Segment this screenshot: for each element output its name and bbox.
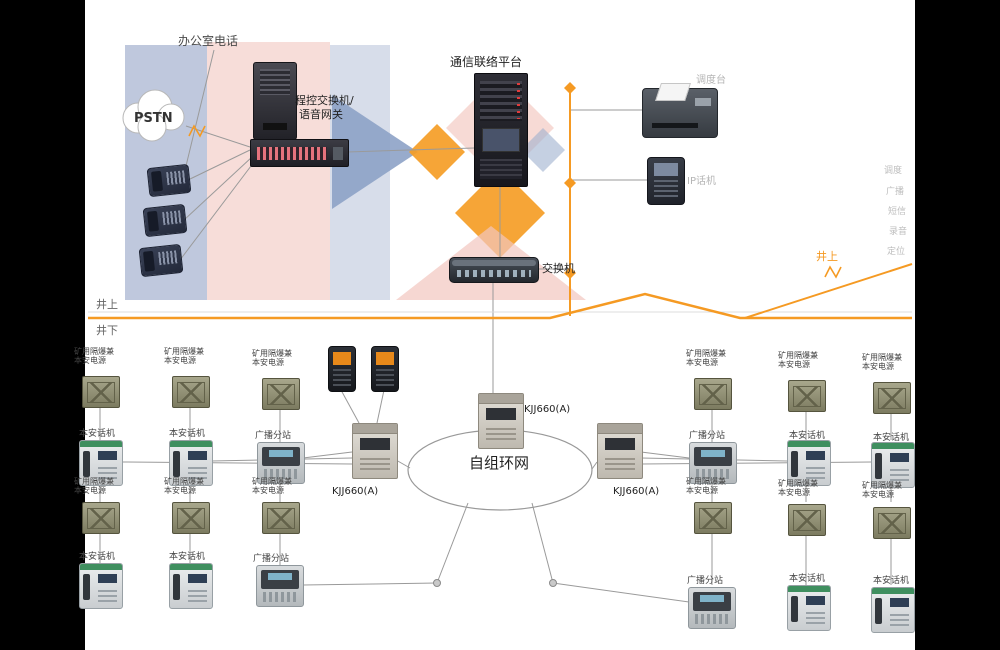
line-break-zigzag-icon — [188, 124, 206, 138]
backbone-line — [88, 292, 912, 320]
connection-line — [120, 461, 353, 465]
junction-circle-marker — [549, 579, 557, 587]
node-diamond-marker — [564, 267, 576, 279]
connection-line — [640, 457, 788, 462]
connection-line — [210, 457, 353, 462]
decor-blue-diamond-right — [521, 128, 565, 172]
connection-line — [640, 451, 690, 459]
backbone-line — [744, 263, 913, 319]
decor-orange-diamond-small — [409, 124, 465, 180]
decor-pink-panel — [207, 42, 330, 300]
connection-line — [179, 161, 255, 261]
junction-circle-marker — [433, 579, 441, 587]
connection-line — [395, 459, 411, 469]
connection-line — [591, 461, 598, 470]
ring-network-ellipse — [407, 429, 593, 511]
decor-pink-triangle — [396, 226, 586, 300]
connection-line — [187, 149, 251, 181]
connection-line — [436, 502, 469, 584]
connection-line — [302, 451, 353, 459]
connection-line — [346, 147, 475, 153]
connection-line — [340, 389, 360, 424]
connection-line — [302, 582, 438, 586]
connection-line — [640, 461, 873, 465]
connection-line — [376, 389, 385, 424]
connection-line — [183, 156, 253, 221]
decor-blue-arrow — [332, 95, 418, 209]
node-diamond-marker — [564, 177, 576, 189]
pstn-cloud — [137, 112, 167, 142]
connection-line — [531, 502, 554, 584]
node-diamond-marker — [564, 82, 576, 94]
connection-line — [552, 582, 690, 603]
decor-blue-panel — [125, 45, 207, 300]
connection-line — [185, 49, 215, 167]
line-break-zigzag-icon — [824, 265, 842, 279]
